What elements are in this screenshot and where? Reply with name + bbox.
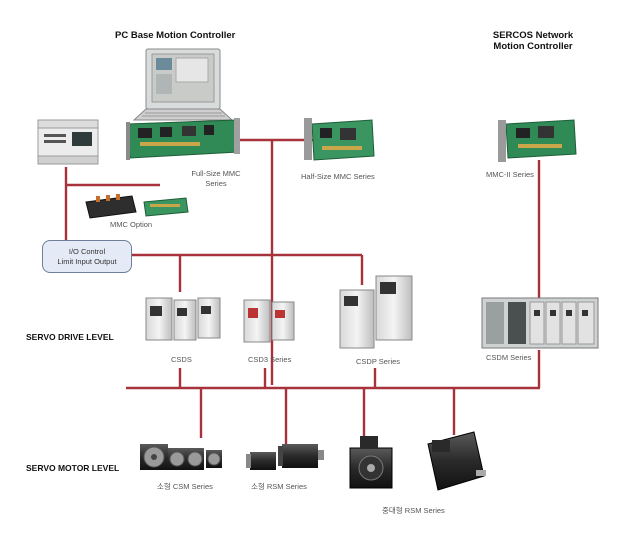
- rsm-mid-caption: 중대형 RSM Series: [382, 506, 445, 515]
- mmc-ii-caption: MMC-II Series: [486, 170, 534, 179]
- io-control-box: I/O Control Limit Input Output: [42, 240, 132, 273]
- plc-unit-image: [37, 119, 99, 165]
- csdp-caption: CSDP Series: [356, 357, 401, 366]
- csds-drives-image: [145, 297, 221, 341]
- io-control-line2: Limit Input Output: [57, 256, 117, 266]
- csdm-caption: CSDM Series: [486, 353, 532, 362]
- servo-drive-level-label: SERVO DRIVE LEVEL: [26, 332, 114, 342]
- rsm-small-caption: 소형 RSM Series: [251, 482, 307, 491]
- mmc-option-boards-image: [85, 194, 189, 219]
- servo-motor-level-label: SERVO MOTOR LEVEL: [26, 463, 120, 473]
- full-size-mmc-caption: Full-Size MMC Series: [186, 169, 246, 189]
- sercos-heading: SERCOS Network Motion Controller: [490, 30, 576, 52]
- full-size-mmc-card-image: [126, 118, 240, 160]
- csdp-drives-image: [339, 275, 413, 349]
- mmc-option-caption: MMC Option: [110, 220, 153, 229]
- csds-caption: CSDS: [171, 355, 192, 364]
- connection-lines: [64, 138, 541, 446]
- half-size-mmc-caption: Half-Size MMC Series: [301, 172, 375, 181]
- rsm-mid-motor-image: [349, 436, 393, 489]
- csdm-drive-image: [481, 297, 599, 349]
- laptop-image: [132, 48, 234, 121]
- rsm-small-motors-image: [246, 444, 324, 470]
- io-control-line1: I/O Control: [68, 246, 106, 256]
- half-size-mmc-card-image: [304, 118, 375, 161]
- sercos-heading-line2: Motion Controller: [493, 41, 573, 52]
- full-size-mmc-caption-line2: Series: [205, 179, 227, 188]
- full-size-mmc-caption-line1: Full-Size MMC: [191, 169, 241, 178]
- mmc-ii-card-image: [498, 119, 577, 162]
- csm-motors-image: [140, 444, 222, 470]
- rsm-large-motor-image: [427, 431, 486, 491]
- pc-base-heading: PC Base Motion Controller: [115, 30, 236, 41]
- sercos-heading-line1: SERCOS Network: [492, 30, 574, 41]
- csd3-caption: CSD3 Series: [248, 355, 292, 364]
- csd3-drives-image: [243, 299, 295, 343]
- csm-caption: 소형 CSM Series: [157, 482, 213, 491]
